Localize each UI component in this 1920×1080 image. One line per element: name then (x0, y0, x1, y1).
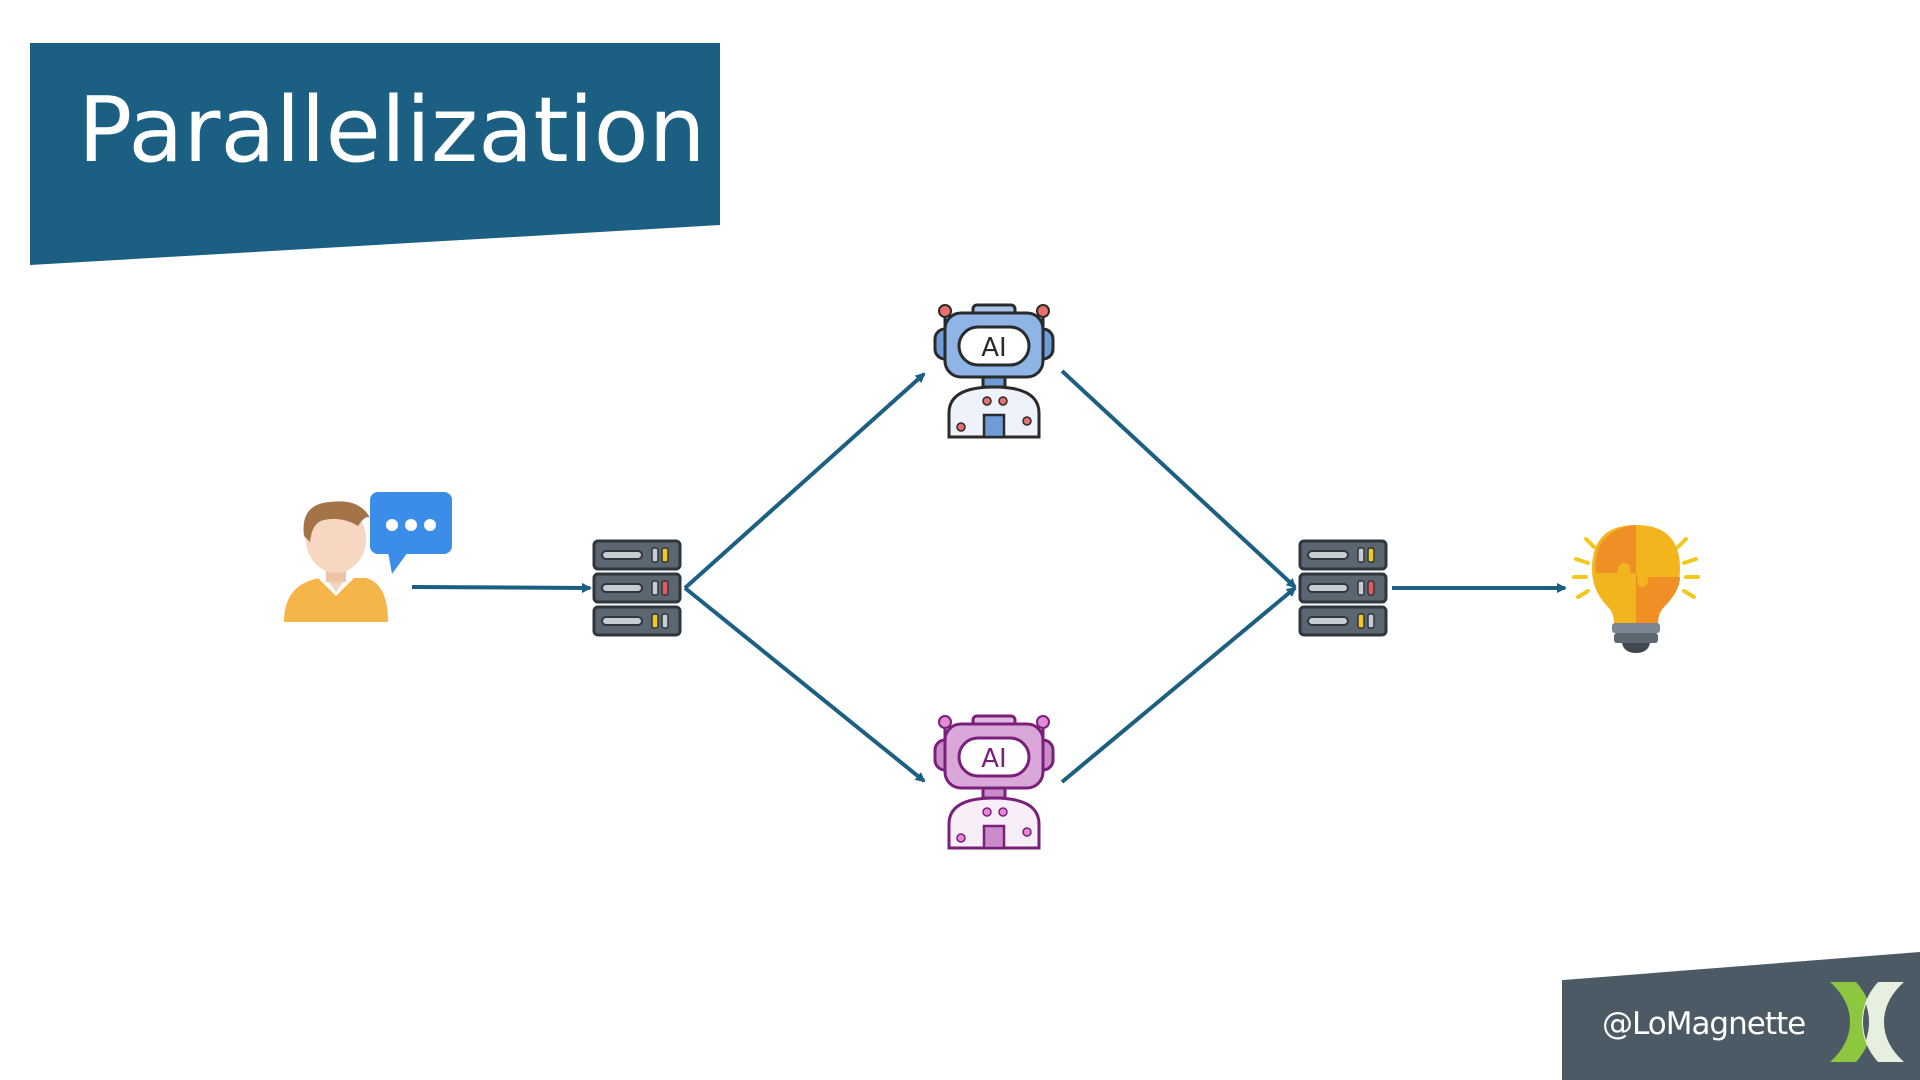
lightbulb-puzzle-icon (1572, 525, 1700, 653)
robot-b-label: AI (981, 744, 1006, 774)
server-icon (592, 539, 682, 637)
edge-llm-b-to-aggregator (1060, 586, 1297, 784)
edge-user-to-router (411, 582, 592, 593)
ai-robot-icon: AI (933, 714, 1055, 850)
ai-robot-icon: AI (933, 303, 1055, 439)
edge-llm-a-to-aggregator (1060, 369, 1297, 589)
server-icon (1298, 539, 1388, 637)
edge-router-to-llm-b (683, 586, 926, 783)
title-banner (30, 43, 720, 265)
user-chat-icon (284, 492, 452, 622)
edge-router-to-llm-a (683, 372, 926, 590)
author-handle: @LoMagnette (1602, 1006, 1806, 1042)
page-title: Parallelization (78, 78, 706, 183)
robot-a-label: AI (981, 333, 1006, 363)
brand-logo-icon (1830, 982, 1904, 1062)
